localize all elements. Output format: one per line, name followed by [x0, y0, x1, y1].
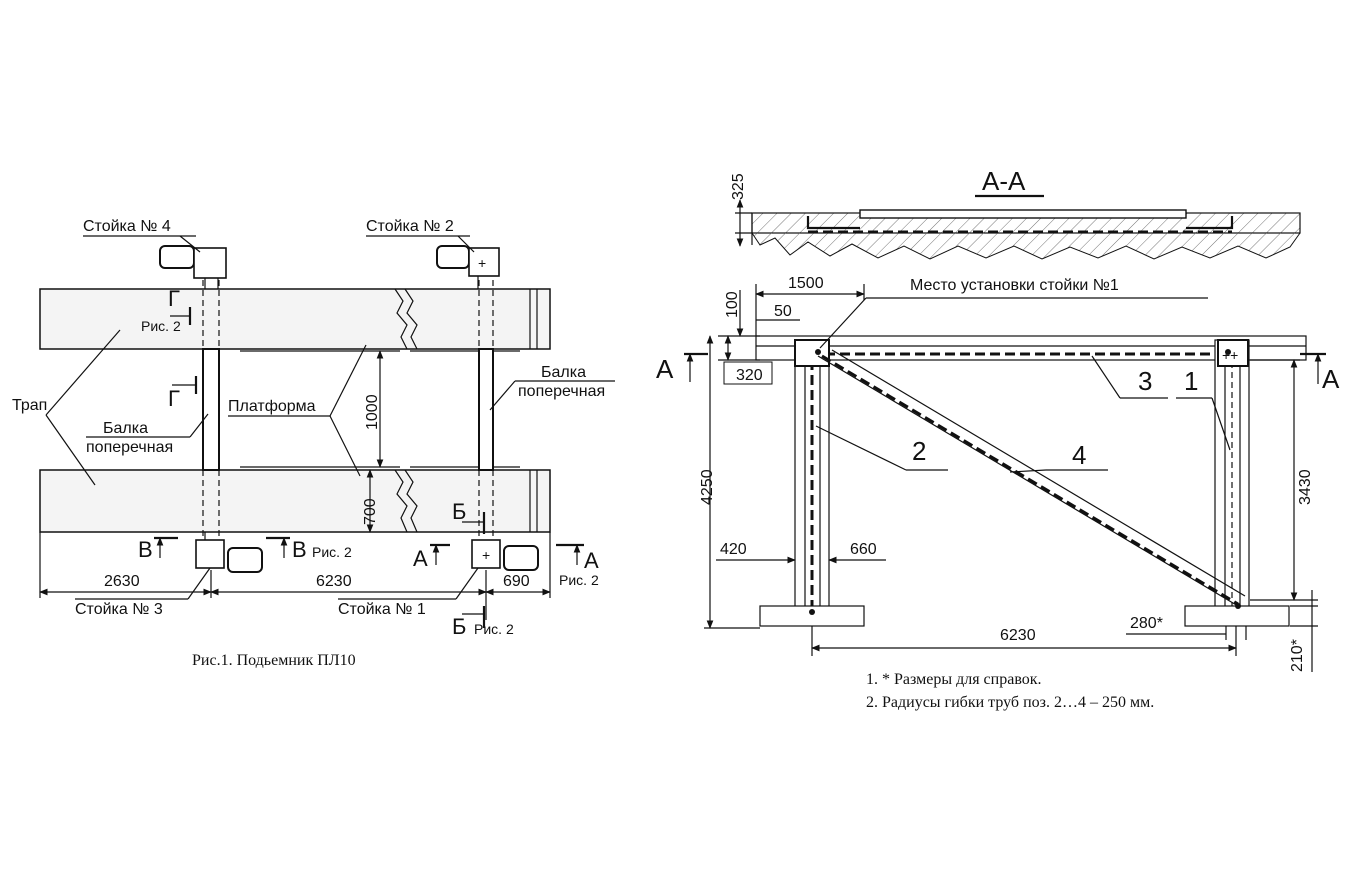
dim-320: 320	[736, 367, 763, 384]
section-v-ref: Рис. 2	[312, 544, 352, 560]
label-platform: Платформа	[228, 398, 316, 415]
figure-1-lift: + + Стойка № 4 Стойка № 2 Стойка № 3 Сто…	[12, 212, 620, 669]
dim-1000: 1000	[364, 394, 381, 430]
post-3-motor	[195, 532, 263, 573]
dim-700: 700	[362, 498, 379, 525]
figure-1-caption: Рис.1. Подьемник ПЛ10	[192, 652, 356, 669]
section-a-left: А	[413, 546, 428, 571]
position-3: 3	[1138, 366, 1152, 396]
section-a-ref: Рис. 2	[559, 572, 599, 588]
section-v-left: В	[138, 537, 153, 562]
dim-4250: 4250	[699, 469, 716, 505]
figure-2-foundation: А-А 325	[656, 166, 1340, 711]
section-v-right: В	[292, 537, 307, 562]
note-1: 1. * Размеры для справок.	[866, 671, 1042, 688]
dim-6230-plan: 6230	[1000, 627, 1036, 644]
section-a-right-plan: А	[1322, 364, 1340, 394]
section-aa-view: 325	[730, 173, 1301, 260]
dim-325: 325	[730, 173, 747, 200]
svg-text:+: +	[478, 255, 486, 271]
post-2-motor: +	[436, 245, 500, 289]
position-1: 1	[1184, 366, 1198, 396]
svg-text:+: +	[482, 547, 490, 563]
label-install-post-1: Место установки стойки №1	[910, 277, 1119, 294]
section-aa-title: А-А	[982, 166, 1026, 196]
section-a-left-plan: А	[656, 354, 674, 384]
position-4: 4	[1072, 440, 1086, 470]
dim-100: 100	[724, 291, 741, 318]
post-1-motor: +	[471, 539, 539, 571]
pipe-pos-4	[821, 354, 1239, 606]
section-a-right: А	[584, 548, 599, 573]
plan-view: ++	[755, 335, 1307, 627]
section-g-mid: Г	[168, 386, 180, 411]
label-trap: Трап	[12, 397, 47, 414]
section-b-bot: Б	[452, 614, 466, 639]
cross-beam-left	[202, 270, 220, 550]
label-beam-right-2: поперечная	[518, 383, 605, 400]
position-2: 2	[912, 436, 926, 466]
label-post-1: Стойка № 1	[338, 601, 426, 618]
note-2: 2. Радиусы гибки труб поз. 2…4 – 250 мм.	[866, 694, 1154, 711]
svg-text:++: ++	[1222, 347, 1238, 363]
label-post-3: Стойка № 3	[75, 601, 163, 618]
dim-420: 420	[720, 541, 747, 558]
dim-690: 690	[503, 573, 530, 590]
label-post-4: Стойка № 4	[83, 218, 171, 235]
cross-beam-right	[478, 270, 494, 550]
section-b-top: Б	[452, 499, 466, 524]
section-g-top: Г	[168, 286, 180, 311]
label-post-2: Стойка № 2	[366, 218, 454, 235]
dim-2630: 2630	[104, 573, 140, 590]
post-4-motor	[159, 245, 227, 289]
ramp-lower	[39, 469, 551, 533]
dim-1500: 1500	[788, 275, 824, 292]
dim-50: 50	[774, 303, 792, 320]
dim-280: 280*	[1130, 615, 1163, 632]
label-beam-right-1: Балка	[541, 364, 586, 381]
dim-3430: 3430	[1297, 469, 1314, 505]
ramp-upper	[39, 288, 551, 350]
dim-210: 210*	[1289, 639, 1306, 672]
dim-6230: 6230	[316, 573, 352, 590]
label-beam-left-2: поперечная	[86, 439, 173, 456]
section-g-top-ref: Рис. 2	[141, 318, 181, 334]
dim-660: 660	[850, 541, 877, 558]
label-beam-left-1: Балка	[103, 420, 148, 437]
section-b-ref: Рис. 2	[474, 621, 514, 637]
